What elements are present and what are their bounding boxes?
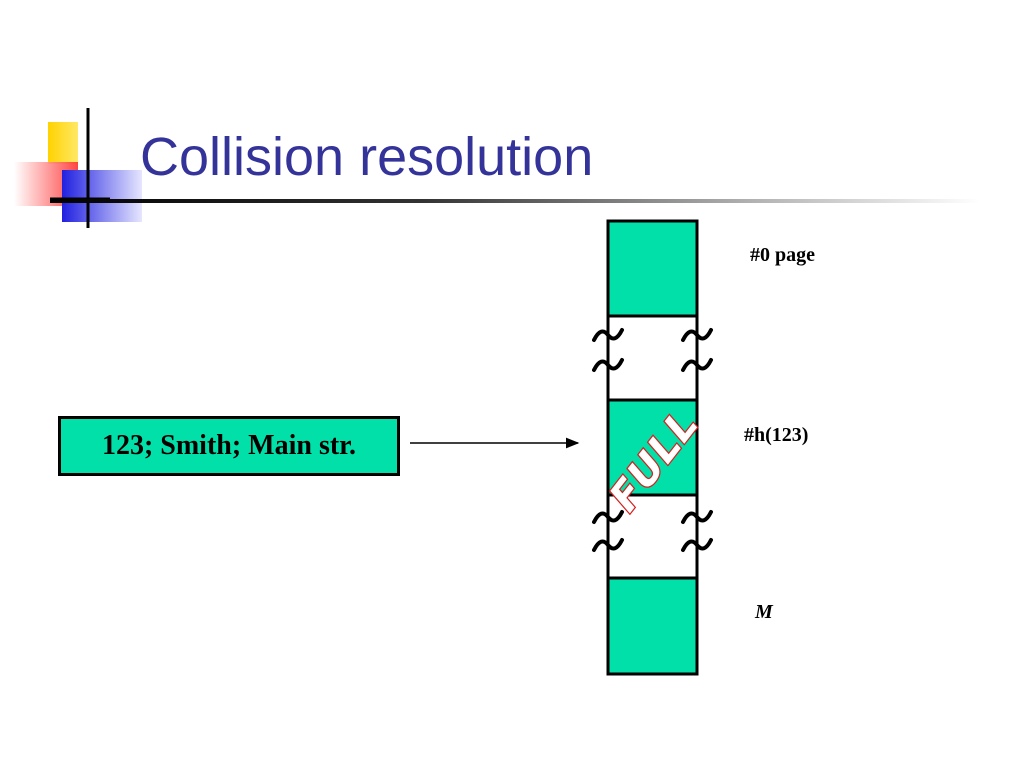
break-mark-upper-left-1 xyxy=(592,328,624,342)
break-mark-upper-right-2 xyxy=(681,358,713,372)
break-mark-lower-right-2 xyxy=(681,538,713,552)
page-0-label: #0 page xyxy=(750,244,815,266)
slide-title: Collision resolution xyxy=(140,127,594,187)
title-underline xyxy=(50,199,980,203)
page-m-label: M xyxy=(755,601,773,623)
break-mark-lower-left-1 xyxy=(592,510,624,524)
break-mark-upper-right-1 xyxy=(681,328,713,342)
break-mark-lower-right-1 xyxy=(681,510,713,524)
hashed-page-label: #h(123) xyxy=(744,424,809,446)
record-box: 123; Smith; Main str. xyxy=(58,416,400,476)
page-0 xyxy=(606,219,699,318)
break-mark-lower-left-2 xyxy=(592,538,624,552)
page-m xyxy=(606,576,699,676)
page-hashed xyxy=(606,398,699,497)
break-mark-upper-left-2 xyxy=(592,358,624,372)
gap-segment-lower xyxy=(606,493,699,580)
